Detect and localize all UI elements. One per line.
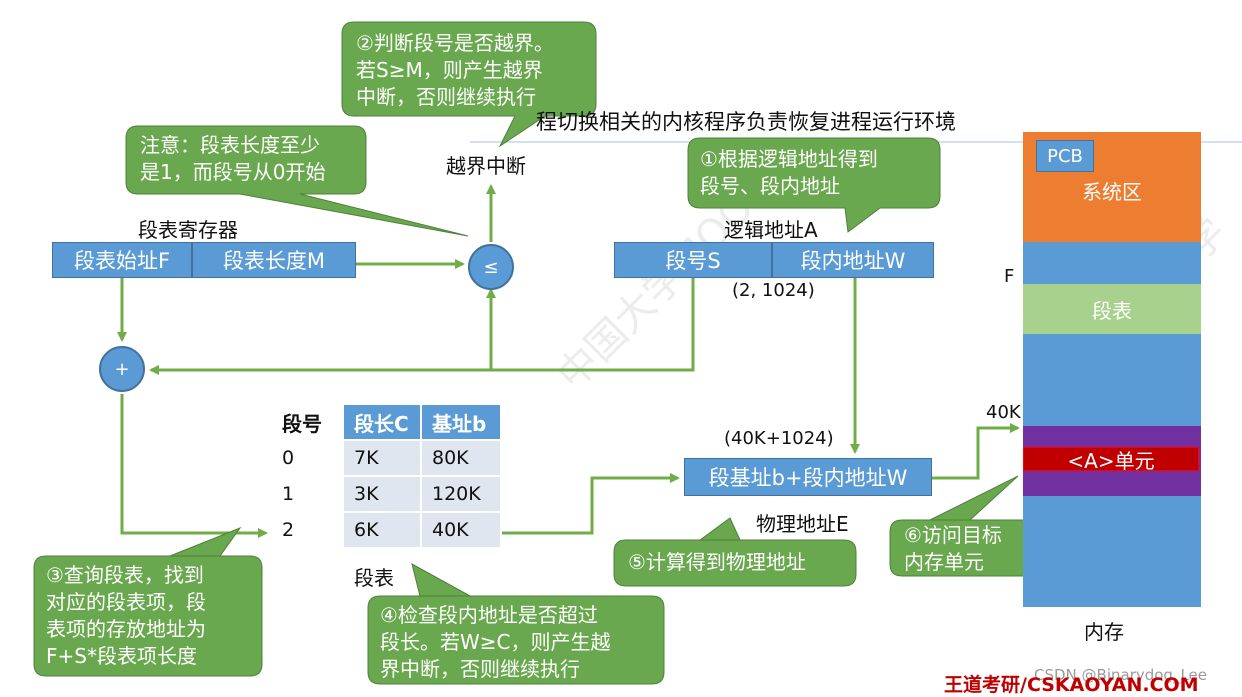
- row-length: 7K: [342, 439, 422, 477]
- physical-address-value: (40K+1024): [724, 428, 834, 449]
- callout-note: 注意：段表长度至少 是1，而段号从0开始: [140, 133, 326, 184]
- callout-access-memory: ⑥访问目标 内存单元: [904, 523, 1002, 574]
- logical-address-label: 逻辑地址A: [724, 218, 818, 242]
- callout-bubble-c3: [33, 526, 263, 677]
- segment-offset-field: 段内地址W: [772, 242, 934, 278]
- adder-node: +: [99, 346, 145, 392]
- pcb-block: PCB: [1036, 140, 1094, 172]
- segment-number-field: 段号S: [614, 242, 772, 278]
- memory-segment-table: 段表: [1023, 284, 1201, 334]
- header-base: 基址b: [420, 403, 502, 441]
- register-length-field: 段表长度M: [192, 242, 356, 278]
- compare-node: ≤: [468, 244, 514, 290]
- memory-caption: 内存: [1084, 620, 1124, 644]
- callout-bubble-note: [125, 125, 469, 237]
- segment-table: 段号 段长C 基址b 0 7K 80K 1 3K 120K 2 6K 40K: [280, 403, 502, 549]
- footer-brand: 王道考研/CSKAOYAN.COM: [944, 674, 1199, 696]
- table-row: 1 3K 120K: [280, 475, 502, 513]
- memory-system-area: 系统区: [1023, 132, 1201, 242]
- callout-bubble-c5: [613, 517, 857, 587]
- header-segno: 段号: [280, 403, 344, 441]
- arrow-table-to-physical: [502, 473, 680, 535]
- callout-offset-check: ④检查段内地址是否超过 段长。若W≥C，则产生越 界中断，否则继续执行: [380, 603, 611, 681]
- callout-compute-physical: ⑤计算得到物理地址: [628, 550, 806, 574]
- row-base: 120K: [420, 475, 502, 513]
- memory-40k-label: 40K: [986, 402, 1021, 423]
- physical-address-calc: 段基址b+段内地址W: [684, 458, 932, 496]
- interrupt-label: 越界中断: [446, 154, 526, 178]
- callout-bubble-c2: [341, 21, 597, 148]
- physical-address-label: 物理地址E: [756, 512, 849, 536]
- arrow-physical-to-memory: [932, 423, 1020, 480]
- table-row: 2 6K 40K: [280, 511, 502, 549]
- memory-target-unit: <A>单元: [1023, 447, 1199, 473]
- callout-bounds-check: ②判断段号是否越界。 若S≥M，则产生越界 中断，否则继续执行: [356, 31, 554, 109]
- callout-logical-split: ①根据逻辑地址得到 段号、段内地址: [700, 147, 878, 198]
- row-segno: 0: [280, 439, 344, 477]
- callout-bubble-c1: [687, 137, 941, 233]
- row-base: 40K: [420, 511, 502, 549]
- callout-bubble-c4: [367, 563, 665, 685]
- system-area-label: 系统区: [1082, 179, 1142, 204]
- logical-address-value: (2, 1024): [732, 280, 815, 301]
- arrow-segno-path: [149, 278, 695, 375]
- row-length: 6K: [342, 511, 422, 549]
- header-length: 段长C: [342, 403, 422, 441]
- register-start-field: 段表始址F: [52, 242, 192, 278]
- segment-table-caption: 段表: [354, 566, 394, 590]
- row-base: 80K: [420, 439, 502, 477]
- memory-f-label: F: [1004, 266, 1015, 287]
- callout-table-lookup: ③查询段表，找到 对应的段表项，段 表项的存放地址为 F+S*段表项长度: [46, 563, 206, 668]
- row-length: 3K: [342, 475, 422, 513]
- footer-credit: CSDN @Binarydog_Lee: [1034, 666, 1208, 684]
- register-label: 段表寄存器: [138, 218, 238, 242]
- segment-table-header: 段号 段长C 基址b: [280, 403, 502, 441]
- row-segno: 1: [280, 475, 344, 513]
- title-text: 程切换相关的内核程序负责恢复进程运行环境: [536, 110, 956, 134]
- arrow-plus-to-table: [120, 394, 268, 538]
- row-segno: 2: [280, 511, 344, 549]
- table-row: 0 7K 80K: [280, 439, 502, 477]
